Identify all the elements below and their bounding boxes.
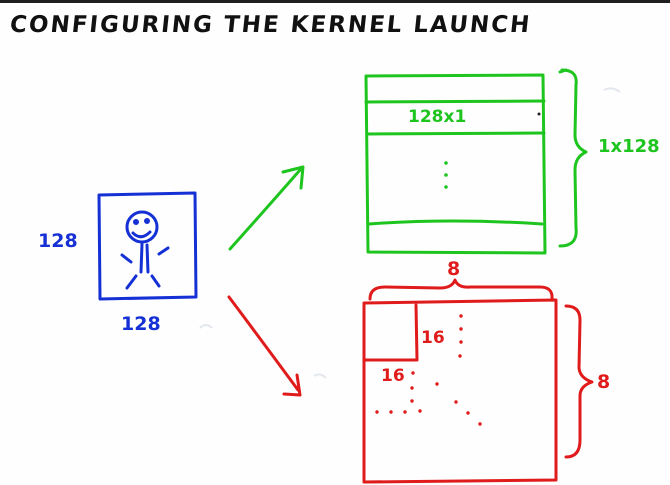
grid-1d-brace — [558, 68, 588, 248]
grid-2d — [362, 278, 594, 484]
image-height-label: 128 — [38, 230, 78, 252]
grid-1d — [364, 68, 588, 255]
red-arrow — [227, 295, 302, 397]
grid-2d-tile — [362, 303, 419, 362]
grid-1d-brace-tick — [558, 68, 568, 74]
board-smudges — [199, 87, 621, 379]
grid-2d-dots — [375, 314, 482, 426]
window-top-edge — [0, 0, 670, 3]
grid-2d-tile-label-left: 16 — [381, 366, 405, 386]
grid-1d-row-last — [367, 219, 544, 226]
grid-1d-frame — [364, 73, 547, 255]
grid-1d-row-label: 128x1 — [408, 107, 467, 127]
grid-2d-top-brace — [368, 278, 554, 301]
grid-2d-tile-label-top: 16 — [421, 328, 445, 348]
image-width-label: 128 — [121, 313, 161, 335]
grid-2d-top-label: 8 — [447, 258, 461, 280]
green-arrow — [228, 165, 305, 251]
grid-2d-frame — [362, 298, 558, 484]
grid-1d-row-top — [364, 99, 546, 104]
image-block — [97, 191, 198, 301]
grid-2d-side-label: 8 — [597, 371, 611, 393]
grid-1d-side-label: 1x128 — [598, 136, 660, 157]
grid-1d-row-bottom — [365, 131, 546, 136]
grid-2d-side-brace — [564, 304, 594, 459]
stick-figure-icon — [120, 210, 170, 290]
image-frame — [97, 191, 198, 301]
